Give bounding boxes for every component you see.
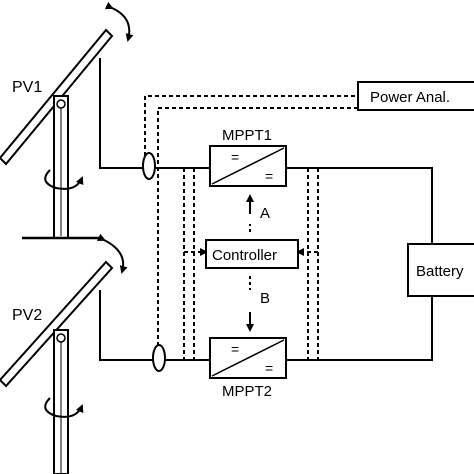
- mppt1-converter-icon: = =: [209, 145, 287, 187]
- pv2-pivot: [56, 333, 66, 343]
- pv1-current-sensor-icon: [142, 152, 156, 180]
- battery-bus-wires: [286, 167, 433, 361]
- mppt2-output-symbol: =: [265, 360, 273, 376]
- pv2-panel-assembly: PV2: [0, 233, 210, 474]
- pv2-tilt-rotation-icon: [96, 233, 128, 274]
- mppt1-input-symbol: =: [231, 149, 239, 165]
- pv1-label: PV1: [12, 79, 42, 96]
- control-signal-b: B: [246, 276, 270, 332]
- mppt1-output-symbol: =: [265, 168, 273, 184]
- controller-label: Controller: [212, 247, 277, 264]
- battery-label: Battery: [416, 263, 464, 280]
- pv1-panel-assembly: PV1: [0, 1, 210, 240]
- pv1-tilt-rotation-icon: [104, 1, 134, 42]
- pv1-azimuth-rotation-icon: [44, 169, 84, 190]
- mppt2-input-symbol: =: [231, 341, 239, 357]
- power-analyzer-label: Power Anal.: [370, 89, 450, 106]
- signal-b-label: B: [260, 290, 270, 307]
- power-analyzer-block: Power Anal.: [357, 81, 474, 111]
- pv2-azimuth-rotation-icon: [44, 397, 84, 418]
- power-analyzer-links: [144, 95, 358, 346]
- pv2-output-wire: [99, 290, 210, 361]
- controller-block: Controller: [205, 239, 299, 269]
- mppt1-label: MPPT1: [222, 127, 272, 144]
- signal-a-label: A: [260, 205, 270, 222]
- battery-block: Battery: [407, 243, 474, 297]
- controller-sensing-lines: [183, 168, 319, 360]
- mppt2-converter-icon: = =: [209, 337, 287, 379]
- pv2-current-sensor-icon: [152, 344, 166, 372]
- control-signal-a: A: [246, 194, 270, 232]
- pv1-pivot: [56, 99, 66, 109]
- pv1-output-wire: [99, 58, 210, 169]
- pv2-label: PV2: [12, 307, 42, 324]
- mppt2-label: MPPT2: [222, 383, 272, 400]
